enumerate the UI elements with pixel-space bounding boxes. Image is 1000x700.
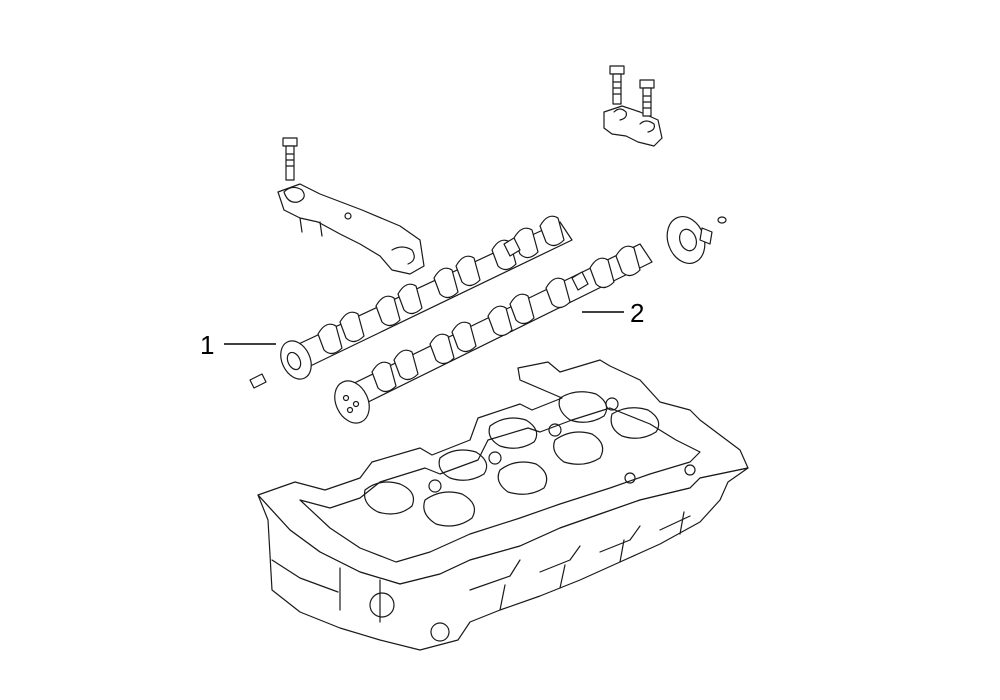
callout-1: 1: [200, 330, 276, 360]
bolt-right-1: [609, 65, 625, 105]
bolt-left: [282, 137, 298, 181]
dowel-pin: [249, 373, 267, 389]
bearing-cap-left: [277, 183, 425, 275]
camshaft-1: [280, 215, 573, 380]
bolt-right-2: [639, 79, 655, 117]
callout-2-label: 2: [630, 298, 644, 328]
cylinder-head: [257, 359, 749, 651]
camshaft-2: [334, 243, 653, 424]
callout-1-label: 1: [200, 330, 214, 360]
callout-2: 2: [582, 298, 644, 328]
cam-sensor-ring: [666, 216, 727, 264]
bearing-cap-right: [603, 105, 663, 147]
